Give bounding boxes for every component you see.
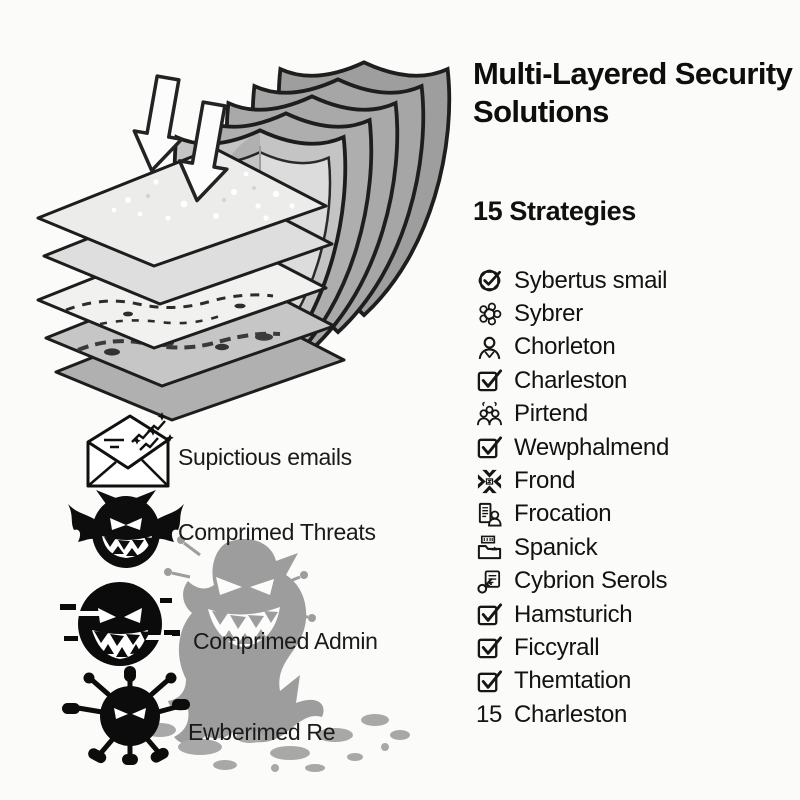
strategy-label: Pirtend [514, 400, 588, 428]
strategy-label: Hamsturich [514, 600, 633, 628]
strategy-label: Frond [514, 467, 576, 495]
page-title: Multi-Layered Security Solutions [473, 55, 793, 131]
strategy-label: Frocation [514, 500, 612, 528]
threat-label: Ewberimed Re [188, 719, 336, 745]
list-item: Pirtend [474, 398, 669, 431]
checkbox-icon [474, 600, 504, 630]
strategy-label: Themtation [514, 667, 632, 695]
strategy-label: Charleston [514, 366, 628, 394]
list-item: Sybrer [474, 297, 669, 330]
checkbox-icon [474, 433, 504, 463]
strategy-label: Ficcyrall [514, 633, 600, 661]
malware-cross-icon [474, 466, 504, 496]
list-item: Themtation [474, 665, 669, 698]
list-item: Wewphalmend [474, 431, 669, 464]
gear-icon [474, 299, 504, 329]
document-user-icon [474, 499, 504, 529]
bat-malware-icon [68, 490, 184, 568]
threat-label: Supictious emails [178, 444, 352, 470]
threat-label: Comprimed Admin [193, 628, 378, 654]
strategy-label: Spanick [514, 533, 598, 561]
team-icon [474, 399, 504, 429]
key-document-icon [474, 566, 504, 596]
list-item: Spanick [474, 531, 669, 564]
list-item: Frond [474, 464, 669, 497]
list-item: Hamsturich [474, 598, 669, 631]
star-sparks [133, 412, 174, 445]
user-icon [474, 332, 504, 362]
ghost-malware-silhouette [144, 536, 410, 772]
strategy-label: Cybrion Serols [514, 567, 668, 595]
virus-bot-icon [62, 666, 190, 765]
title-line-1: Multi-Layered Security [473, 56, 793, 91]
list-item: 15 Charleston [474, 698, 669, 731]
folder-tray-icon [474, 533, 504, 563]
strategy-label: Sybertus smail [514, 266, 668, 294]
checkbox-icon [474, 366, 504, 396]
strategies-heading: 15 Strategies [473, 196, 636, 226]
list-item: Frocation [474, 498, 669, 531]
strategy-label: Charleston [514, 700, 628, 728]
attack-arrows [132, 74, 229, 203]
threat-label: Comprimed Threats [178, 519, 376, 545]
checkbox-icon [474, 633, 504, 663]
checkbox-icon [474, 666, 504, 696]
list-item: Cybrion Serols [474, 565, 669, 598]
strategy-list: Sybertus smail Sybrer Chorleton Charlest… [474, 264, 669, 731]
item-number: 15 [475, 700, 503, 728]
glitch-malware-icon [60, 582, 180, 666]
verified-badge-icon [474, 266, 504, 296]
phishing-email-icon [86, 412, 174, 488]
strategy-label: Wewphalmend [514, 433, 670, 461]
strategy-label: Sybrer [514, 300, 583, 328]
list-item: Ficcyrall [474, 631, 669, 664]
layered-shield-illustration [36, 60, 452, 422]
list-item: Chorleton [474, 331, 669, 364]
list-item: Sybertus smail [474, 264, 669, 297]
list-item: Charleston [474, 364, 669, 397]
filter-layer-stack [36, 146, 346, 422]
title-line-2: Solutions [473, 94, 609, 129]
strategy-label: Chorleton [514, 333, 616, 361]
